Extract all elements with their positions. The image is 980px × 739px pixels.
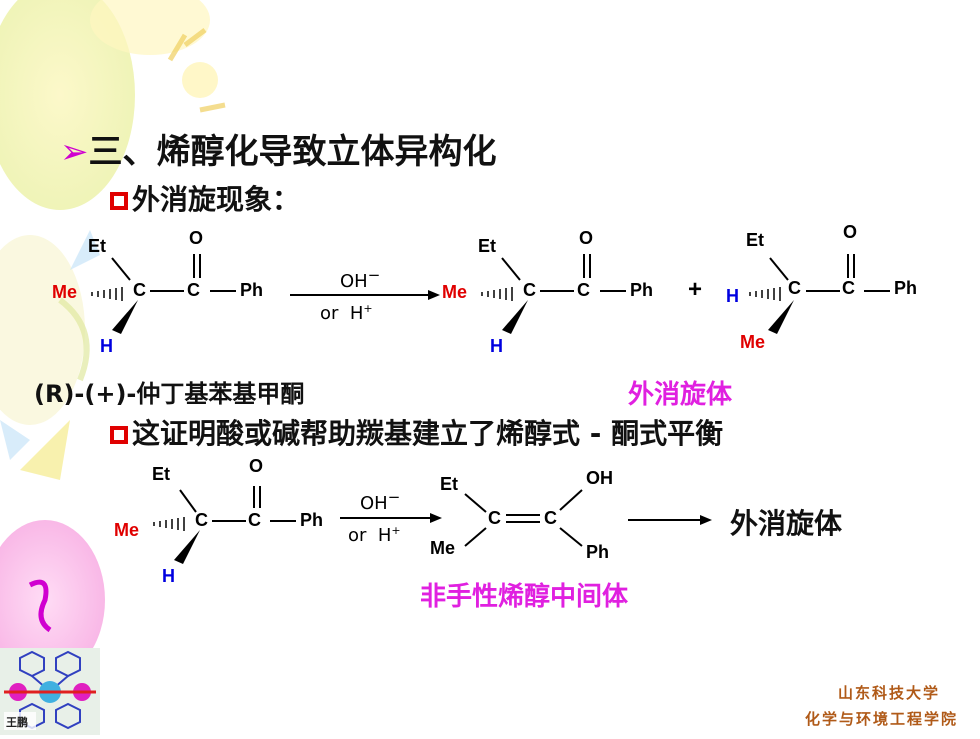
atom-me: Me: [430, 538, 456, 558]
square-bullet-icon: [110, 426, 128, 444]
atom-et: Et: [440, 474, 458, 494]
subheading-racemization: 外消旋现象：: [110, 178, 300, 218]
atom-c: C: [195, 510, 208, 530]
atom-c: C: [187, 280, 200, 300]
atom-o: O: [579, 228, 594, 248]
heading-text: 三、烯醇化导致立体异构化: [88, 132, 497, 172]
atom-ph: Ph: [240, 280, 264, 300]
atom-me: Me: [740, 332, 766, 352]
compound-name: (R)-(+)-仲丁基苯基甲酮: [34, 380, 305, 408]
reagent-acid: or H+: [320, 302, 373, 324]
slide-heading: ➢三、烯醇化导致立体异构化: [60, 124, 497, 173]
atom-h: H: [162, 566, 175, 586]
atom-c: C: [248, 510, 261, 530]
square-bullet-icon: [110, 192, 128, 210]
reaction-scheme-1: [91, 254, 890, 334]
atom-h: H: [726, 286, 739, 306]
molecule-logo-icon: [0, 648, 100, 735]
atom-et: Et: [746, 230, 764, 250]
atom-c: C: [133, 280, 146, 300]
college-name: 化学与环境工程学院: [804, 710, 958, 728]
atom-ph: Ph: [894, 278, 918, 298]
reagent-acid: or H+: [348, 524, 401, 546]
plus-sign: +: [688, 276, 703, 303]
atom-me: Me: [114, 520, 140, 540]
atom-et: Et: [152, 464, 170, 484]
author-logo: 王鹏: [0, 648, 100, 735]
atom-ph: Ph: [300, 510, 324, 530]
author-name: 王鹏: [6, 716, 28, 729]
atom-h: H: [100, 336, 113, 356]
atom-et: Et: [88, 236, 106, 256]
atom-oh: OH: [586, 468, 613, 488]
atom-c: C: [842, 278, 855, 298]
atom-me: Me: [52, 282, 78, 302]
subheading-equilibrium: 这证明酸或碱帮助羰基建立了烯醇式 - 酮式平衡: [110, 412, 723, 452]
atom-c: C: [577, 280, 590, 300]
racemate-label: 外消旋体: [730, 507, 843, 540]
atom-c: C: [523, 280, 536, 300]
university-name: 山东科技大学: [837, 684, 940, 702]
subheading-text: 这证明酸或碱帮助羰基建立了烯醇式 - 酮式平衡: [132, 417, 724, 450]
atom-ph: Ph: [630, 280, 654, 300]
atom-c: C: [788, 278, 801, 298]
atom-c: C: [544, 508, 557, 528]
enol-intermediate-label: 非手性烯醇中间体: [420, 582, 629, 612]
atom-ph: Ph: [586, 542, 610, 562]
atom-me: Me: [442, 282, 468, 302]
atom-o: O: [189, 228, 204, 248]
atom-et: Et: [478, 236, 496, 256]
atom-c: C: [488, 508, 501, 528]
atom-o: O: [249, 456, 264, 476]
subheading-text: 外消旋现象：: [132, 183, 301, 216]
reagent-hydroxide: OH−: [340, 266, 381, 292]
atom-o: O: [843, 222, 858, 242]
reaction-scheme-2: [153, 486, 712, 564]
atom-h: H: [490, 336, 503, 356]
reagent-hydroxide: OH−: [360, 488, 401, 514]
heading-bullet-icon: ➢: [60, 132, 89, 172]
racemate-label: 外消旋体: [628, 380, 733, 410]
